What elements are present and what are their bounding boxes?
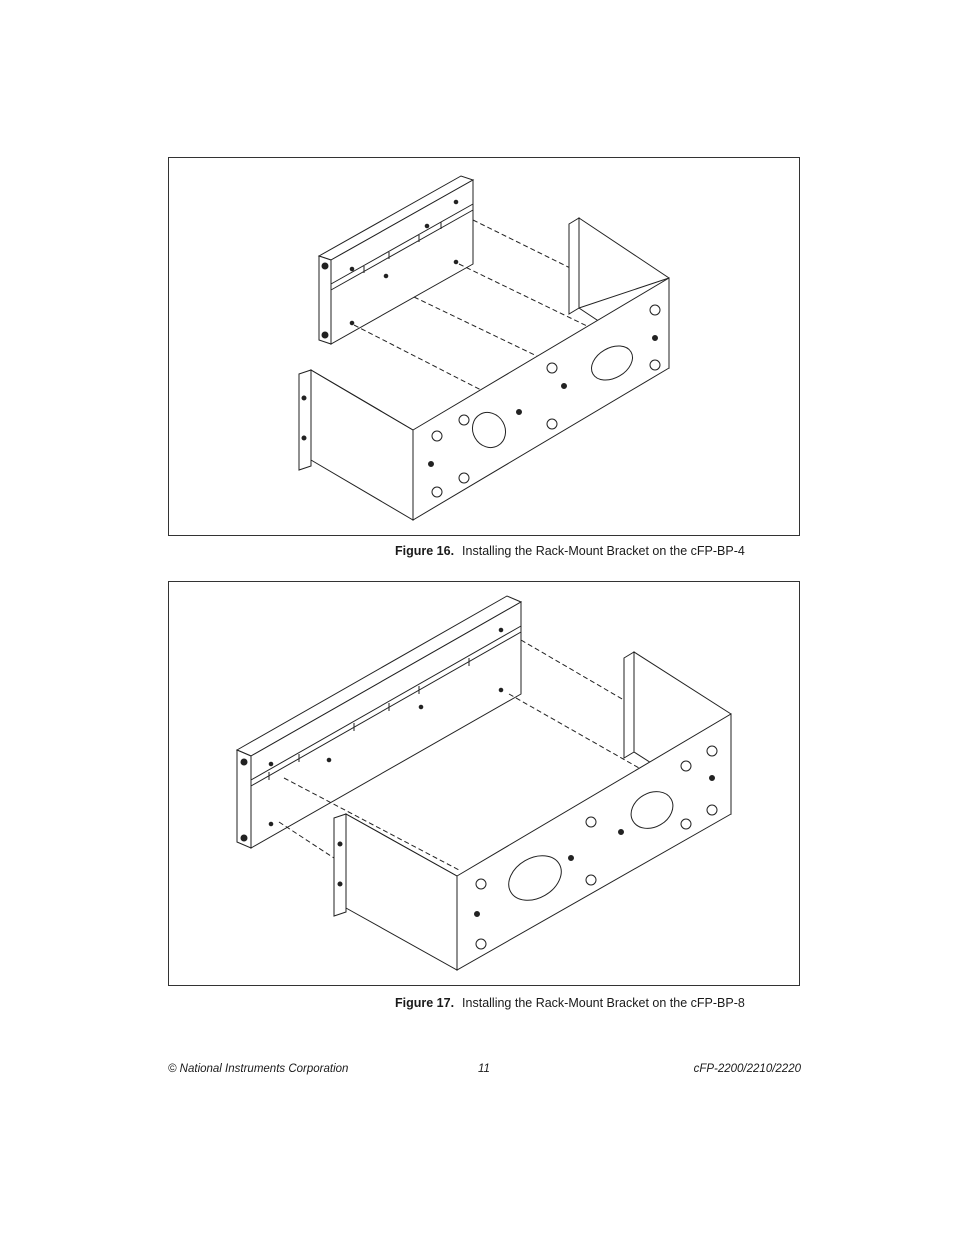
figure-16-caption: Figure 16. Installing the Rack-Mount Brac… xyxy=(395,544,745,558)
rack-mount-bracket-bp4-drawing xyxy=(298,175,670,521)
footer-copyright: © National Instruments Corporation xyxy=(168,1063,349,1075)
backplane-chassis xyxy=(298,217,670,521)
figure-17-caption: Figure 17. Installing the Rack-Mount Brac… xyxy=(395,996,745,1010)
figure-17-caption-text: Installing the Rack-Mount Bracket on the… xyxy=(462,996,745,1010)
figure-16-number: Figure 16. xyxy=(395,544,455,558)
figure-17-illustration xyxy=(168,581,800,986)
rack-mount-bracket-bp8-drawing xyxy=(235,595,732,971)
figure-17-number: Figure 17. xyxy=(395,996,455,1010)
backplane-chassis xyxy=(333,651,732,971)
bracket-plate xyxy=(235,595,523,849)
footer-product-name: cFP-2200/2210/2220 xyxy=(693,1063,801,1075)
figure-16-illustration xyxy=(168,157,800,536)
footer-page-number: 11 xyxy=(478,1063,490,1075)
bracket-plate xyxy=(317,175,475,345)
figure-16-caption-text: Installing the Rack-Mount Bracket on the… xyxy=(462,544,745,558)
